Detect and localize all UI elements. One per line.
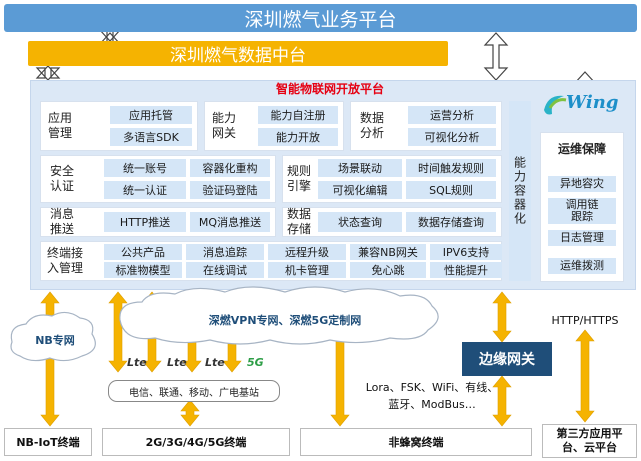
module-capability-gateway-label: 能力 网关	[211, 111, 236, 140]
carrier-logo-2: Lte	[205, 356, 225, 369]
vpn-network-label: 深燃VPN专网、深燃5G定制网	[208, 314, 362, 327]
cell-terminal-5: 标准物模型	[104, 262, 182, 278]
cell-container-refactor: 容器化重构	[190, 159, 270, 177]
arrow-noncell-2	[492, 375, 512, 427]
carrier-logos: Lte Lte Lte 5G	[105, 348, 285, 382]
module-security-auth-label: 安全 认证	[49, 164, 74, 193]
cell-capability-open: 能力开放	[258, 128, 338, 146]
cell-storage-query: 数据存储查询	[406, 212, 496, 232]
cell-visual-edit: 可视化编辑	[318, 181, 402, 199]
carrier-label: 电信、联通、移动、广电基站	[108, 380, 280, 402]
protocol-list: Lora、FSK、WiFi、有线、 蓝牙、ModBus…	[365, 381, 499, 411]
nb-network-label: NB专网	[35, 334, 75, 347]
http-label: HTTP/HTTPS	[551, 313, 619, 327]
cell-scene-linkage: 场景联动	[318, 159, 402, 177]
cell-terminal-4: IPV6支持	[430, 244, 502, 260]
cell-captcha-login: 验证码登陆	[190, 181, 270, 199]
cell-unified-auth: 统一认证	[104, 181, 186, 199]
module-rule-engine-label: 规则 引擎	[286, 164, 311, 193]
arrow-carrier-1	[108, 291, 128, 373]
arrow-third-party	[575, 329, 595, 423]
cell-terminal-7: 机卡管理	[268, 262, 346, 278]
cell-ops-analysis: 运营分析	[408, 106, 496, 124]
carrier-logo-3: 5G	[247, 356, 264, 369]
module-data-storage-label: 数据 存储	[286, 207, 311, 236]
cell-terminal-9: 性能提升	[430, 262, 502, 278]
ops-item-3: 运维拨测	[548, 258, 616, 274]
cell-sql-rule: SQL规则	[406, 181, 496, 199]
logo-text: Wing	[566, 92, 619, 113]
cellular-terminal: 2G/3G/4G/5G终端	[102, 428, 290, 456]
carrier-logo-0: Lte	[127, 356, 147, 369]
cell-terminal-3: 兼容NB网关	[350, 244, 426, 260]
third-party-platform: 第三方应用平 台、云平台	[542, 424, 637, 458]
ops-item-0: 异地容灾	[548, 176, 616, 192]
module-terminal-access-label: 终端接 入管理	[46, 246, 83, 275]
nb-cloud	[10, 311, 96, 362]
module-message-push-label: 消息 推送	[49, 207, 74, 236]
wing-logo: Wing	[540, 88, 628, 120]
cell-terminal-2: 远程升级	[268, 244, 346, 260]
carrier-logo-1: Lte	[167, 356, 187, 369]
ops-item-2: 日志管理	[548, 230, 616, 246]
ops-item-1: 调用链 跟踪	[548, 198, 616, 224]
cell-time-trigger: 时间触发规则	[406, 159, 496, 177]
container-column: 能力容器化	[509, 101, 531, 281]
arrow-cellular-terminal	[180, 399, 200, 427]
module-app-mgmt-label: 应用 管理	[47, 111, 72, 140]
wing-swoosh-icon	[544, 95, 567, 115]
platform-title: 智能物联网开放平台	[275, 81, 384, 96]
cell-mq-push: MQ消息推送	[190, 212, 270, 232]
non-cellular-terminal: 非蜂窝终端	[300, 428, 532, 456]
cell-terminal-1: 消息追踪	[186, 244, 264, 260]
cell-terminal-0: 公共产品	[104, 244, 182, 260]
cell-self-register: 能力自注册	[258, 106, 338, 124]
cell-status-query: 状态查询	[318, 212, 402, 232]
nb-iot-terminal: NB-IoT终端	[4, 428, 92, 456]
module-data-analysis-label: 数据 分析	[359, 111, 384, 140]
data-platform-bar: 深圳燃气数据中台	[28, 41, 448, 66]
edge-gateway: 边缘网关	[462, 342, 552, 376]
ops-title: 运维保障	[557, 141, 606, 156]
arrow-nb-terminal	[40, 291, 60, 427]
vpn-cloud	[119, 286, 439, 345]
cell-terminal-8: 免心跳	[350, 262, 426, 278]
cell-visual-analysis: 可视化分析	[408, 128, 496, 146]
business-platform-bar: 深圳燃气业务平台	[4, 4, 637, 32]
cell-terminal-6: 在线调试	[186, 262, 264, 278]
cell-http-push: HTTP推送	[104, 212, 186, 232]
cell-unified-account: 统一账号	[104, 159, 186, 177]
cell-app-hosting: 应用托管	[110, 106, 192, 124]
cell-multi-sdk: 多语言SDK	[110, 128, 192, 146]
